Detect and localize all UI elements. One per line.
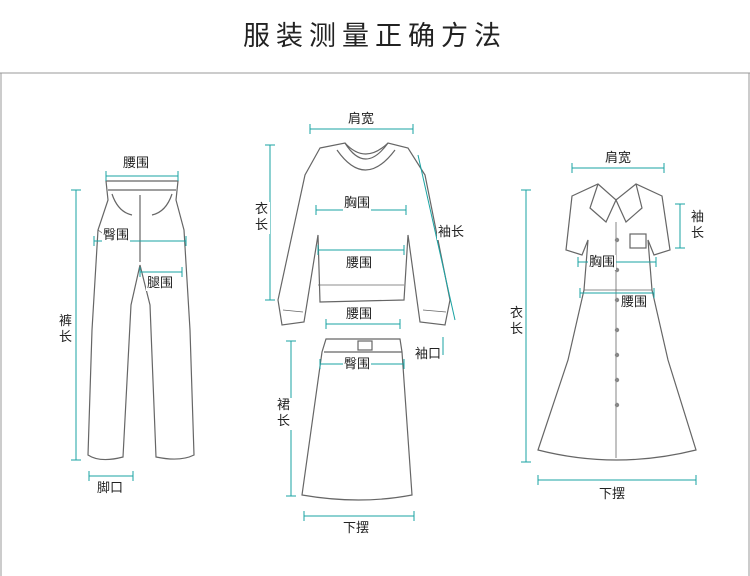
sweater-shoulder-label: 肩宽 <box>347 112 376 127</box>
dress-hem-label: 下摆 <box>598 487 627 502</box>
page-title: 服装测量正确方法 <box>243 21 507 52</box>
dress-chest-label: 胸围 <box>588 255 617 270</box>
pants-waist-label: 腰围 <box>122 156 151 171</box>
skirt-hem-label: 下摆 <box>342 521 371 536</box>
sweater-length-label: 衣长 <box>253 202 270 234</box>
sweater-chest-label: 胸围 <box>343 196 372 211</box>
pants-thigh-label: 腿围 <box>146 276 175 291</box>
pants-hip-label: 臀围 <box>102 228 131 243</box>
sweater-waist-label: 腰围 <box>345 256 374 271</box>
skirt-waist-label: 腰围 <box>345 307 374 322</box>
sweater-sleeve-label: 袖长 <box>437 225 466 240</box>
dress-sleeve-label: 袖长 <box>689 210 706 242</box>
skirt-illustration <box>301 338 413 501</box>
skirt-length-label: 裙长 <box>275 398 292 430</box>
sweater-cuff-label: 袖口 <box>414 347 443 362</box>
diagram-frame <box>0 72 750 576</box>
dress-shoulder-label: 肩宽 <box>604 151 633 166</box>
dress-buttons <box>614 237 620 408</box>
dress-illustration <box>537 183 697 461</box>
pants-hem-label: 脚口 <box>96 481 125 496</box>
dress-waist-label: 腰围 <box>620 295 649 310</box>
pants-length-label: 裤长 <box>57 314 74 346</box>
pants-illustration <box>87 180 195 461</box>
skirt-hip-label: 臀围 <box>343 357 372 372</box>
sweater-illustration <box>277 142 451 326</box>
dress-length-label: 衣长 <box>508 306 525 338</box>
